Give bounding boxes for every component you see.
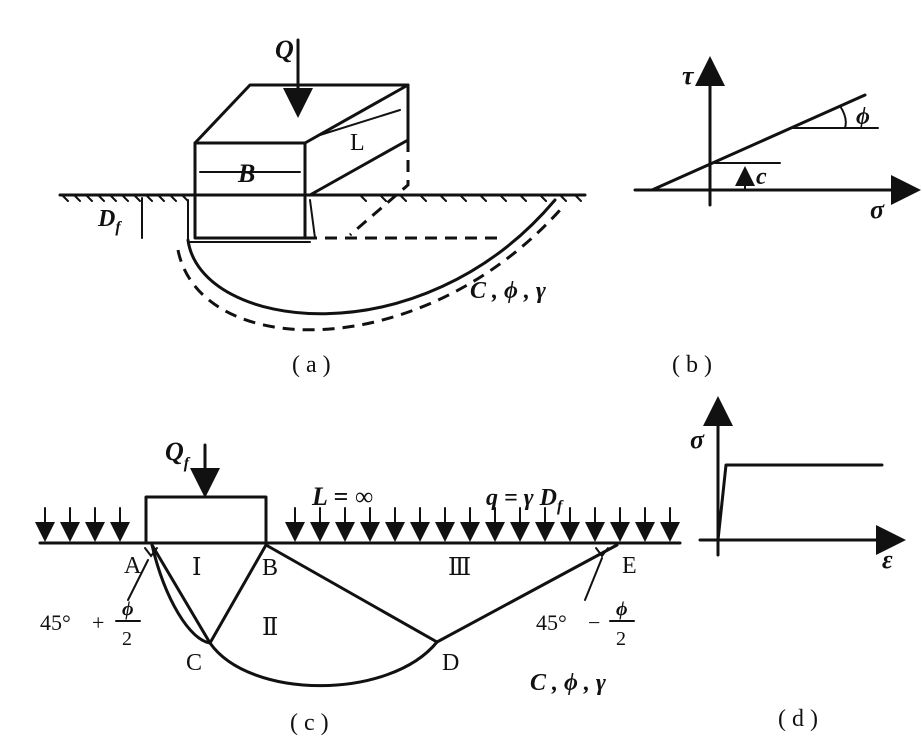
footing-top	[193, 83, 410, 145]
ground-hatch-right	[359, 194, 582, 202]
panel-a: Q B L Df C , ϕ , γ ( a )	[58, 35, 587, 378]
caption-b: ( b )	[672, 352, 712, 378]
phi-label: ϕ	[856, 104, 870, 130]
svg-text:45°: 45°	[40, 610, 71, 635]
panel-c: Qf A B C D E Ⅰ Ⅱ Ⅲ L = ∞ q = γ Df 45° + …	[35, 437, 682, 736]
point-B: B	[262, 555, 278, 581]
footing-front	[193, 141, 307, 240]
svg-text:ϕ: ϕ	[122, 598, 134, 620]
depth-label: Df	[97, 206, 122, 236]
line-D-E	[435, 543, 619, 644]
caption-a: ( a )	[292, 352, 331, 378]
slip-arrows-path	[176, 208, 562, 332]
stress-strain-curve	[716, 463, 884, 542]
ground-hatch-left	[61, 194, 189, 202]
zone-I: Ⅰ	[192, 555, 201, 581]
sigma-label-d: σ	[690, 425, 705, 454]
panel-b: τ σ ϕ c ( b )	[633, 56, 921, 378]
svg-text:2: 2	[122, 628, 132, 650]
load-label: Q	[275, 35, 294, 64]
line-A-C	[150, 543, 212, 645]
leader-A	[127, 559, 149, 601]
failure-envelope	[650, 93, 867, 192]
length-infinite: L = ∞	[311, 482, 373, 511]
svg-text:45°: 45°	[536, 610, 567, 635]
cohesion-label: c	[756, 164, 767, 190]
svg-text:−: −	[588, 610, 600, 635]
leader-E	[584, 557, 603, 601]
tau-label: τ	[682, 61, 695, 90]
phi-arc	[839, 105, 847, 129]
log-spiral-C-D	[208, 640, 439, 687]
angle-formula-right: 45° − ϕ 2	[536, 598, 635, 650]
angle-marker-A	[144, 547, 158, 558]
soil-params-c: C , ϕ , γ	[530, 670, 606, 696]
angle-formula-left: 45° + ϕ 2	[40, 598, 141, 650]
sigma-label: σ	[870, 195, 885, 224]
panel-d: σ ε ( d )	[690, 396, 906, 732]
point-C: C	[186, 650, 202, 676]
zone-III: Ⅲ	[448, 555, 471, 581]
surcharge-arrows	[35, 507, 680, 542]
load-label-c: Qf	[165, 437, 191, 472]
point-E: E	[622, 553, 637, 579]
point-A: A	[124, 553, 142, 579]
angle-marker-E	[595, 547, 609, 558]
epsilon-label: ε	[882, 545, 893, 574]
line-B-D	[264, 543, 439, 644]
zone-II: Ⅱ	[262, 615, 278, 641]
soil-params-a: C , ϕ , γ	[470, 278, 546, 304]
surcharge-label: q = γ Df	[486, 485, 564, 515]
footing-c	[144, 495, 268, 545]
caption-c: ( c )	[290, 710, 329, 736]
svg-text:+: +	[92, 610, 104, 635]
curve-A-C	[150, 543, 212, 645]
width-label: B	[237, 159, 255, 188]
point-D: D	[442, 650, 459, 676]
length-label: L	[350, 130, 365, 156]
embedment-hatch	[187, 199, 316, 243]
caption-d: ( d )	[778, 706, 818, 732]
svg-text:ϕ: ϕ	[616, 598, 628, 620]
length-dimension	[319, 109, 401, 136]
footing-hidden-edge	[349, 140, 410, 237]
line-B-C	[208, 543, 268, 645]
svg-text:2: 2	[616, 628, 626, 650]
failure-surface	[186, 198, 557, 316]
